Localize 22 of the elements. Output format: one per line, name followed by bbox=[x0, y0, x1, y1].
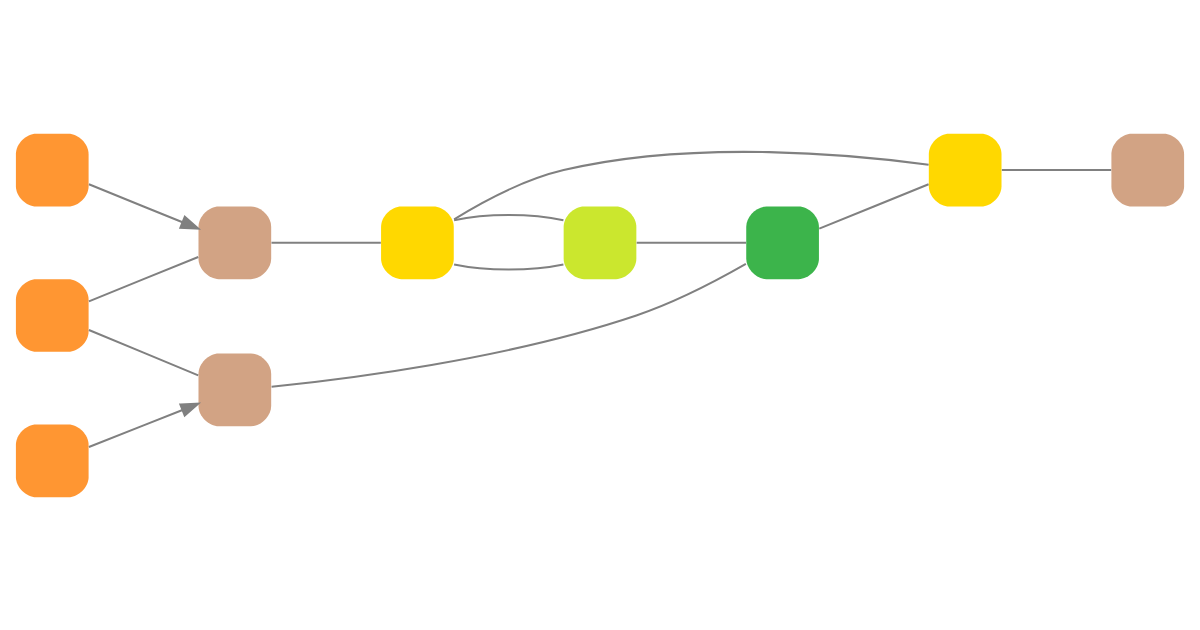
node-box bbox=[198, 205, 272, 279]
connector bbox=[271, 241, 381, 244]
node-box bbox=[928, 133, 1002, 206]
node-box bbox=[381, 205, 454, 279]
node-box bbox=[198, 353, 272, 426]
node-box bbox=[563, 205, 637, 279]
node-box bbox=[15, 278, 89, 352]
arrow bbox=[88, 402, 202, 448]
connector bbox=[818, 182, 929, 230]
connector bbox=[453, 262, 564, 270]
node-box bbox=[15, 133, 89, 206]
node-box bbox=[746, 205, 819, 279]
connector bbox=[88, 328, 199, 376]
node-box bbox=[15, 424, 89, 497]
node-box bbox=[1111, 133, 1185, 206]
arrow bbox=[88, 182, 202, 230]
connector bbox=[453, 213, 564, 221]
connector bbox=[88, 255, 199, 302]
connector bbox=[271, 262, 747, 388]
connector bbox=[1001, 168, 1112, 171]
connector bbox=[453, 150, 929, 220]
connector bbox=[636, 241, 746, 244]
